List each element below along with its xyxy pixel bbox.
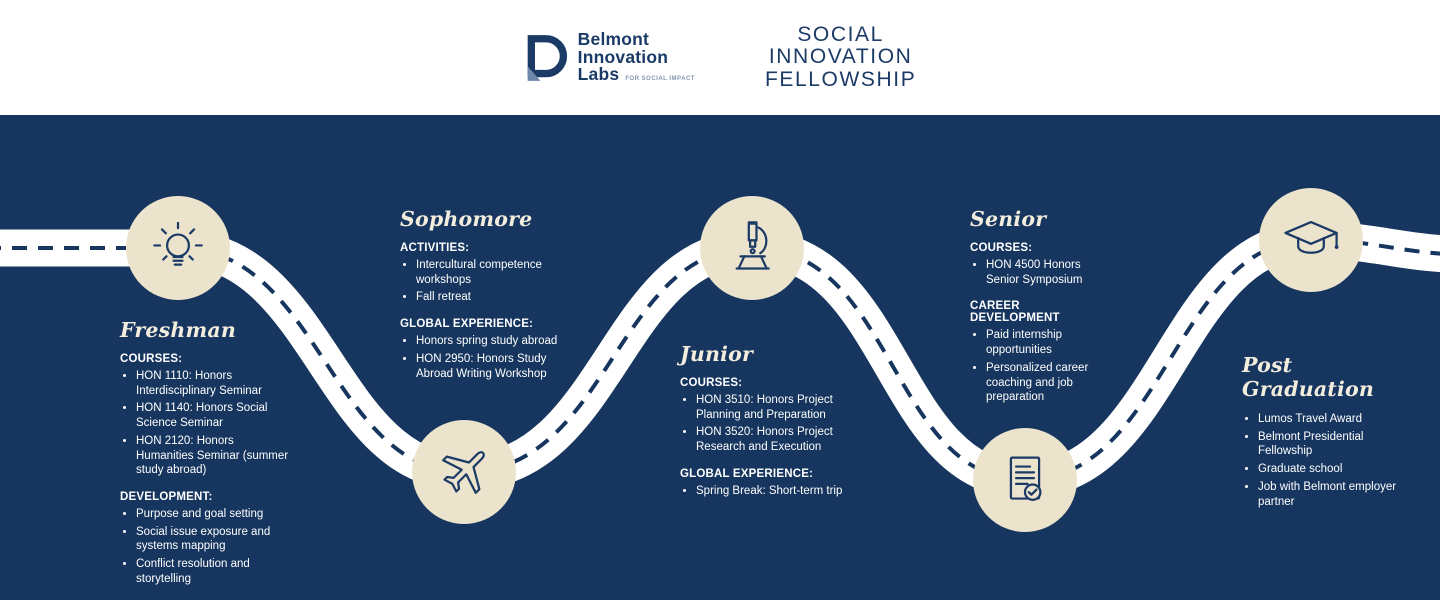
- bullet-item: Honors spring study abroad: [416, 334, 560, 349]
- stage-heading: Sophomore: [400, 207, 533, 231]
- bullet-item: Purpose and goal setting: [136, 507, 292, 522]
- stage-heading: Freshman: [120, 318, 236, 342]
- logo-line: Innovation: [577, 46, 669, 67]
- bullet-item: Intercultural competence workshops: [416, 258, 560, 287]
- stage-heading: Senior: [970, 207, 1047, 231]
- section-label: COURSES:: [970, 242, 1033, 254]
- bullet-item: HON 2120: Honors Humanities Seminar (sum…: [136, 434, 292, 478]
- bullet-item: HON 4500 Honors Senior Symposium: [986, 258, 1112, 287]
- stage-section: COURSES: HON 3510: Honors Project Planni…: [680, 377, 848, 455]
- milestone-senior: [973, 428, 1077, 532]
- logo-tagline: FOR SOCIAL IMPACT: [625, 76, 695, 83]
- stage-section: GLOBAL EXPERIENCE: Spring Break: Short-t…: [680, 468, 848, 499]
- lightbulb-icon: [153, 221, 203, 266]
- logo-text: Belmont Innovation Labs FOR SOCIAL IMPAC…: [578, 31, 695, 84]
- stage-section: CAREER DEVELOPMENT Paid internship oppor…: [970, 300, 1112, 405]
- logo-line-labs: Labs: [577, 64, 620, 85]
- stage-freshman: Freshman COURSES: HON 1110: Honors Inter…: [120, 318, 292, 600]
- bullet-item: Graduate school: [1258, 462, 1404, 477]
- bullet-item: HON 1110: Honors Interdisciplinary Semin…: [136, 369, 292, 398]
- bullet-list: Paid internship opportunitiesPersonalize…: [970, 328, 1112, 405]
- section-label: COURSES:: [680, 377, 743, 389]
- bullet-list: Intercultural competence workshopsFall r…: [400, 258, 560, 305]
- header: Belmont Innovation Labs FOR SOCIAL IMPAC…: [0, 0, 1440, 115]
- section-label: COURSES:: [120, 353, 183, 365]
- bullet-item: HON 1140: Honors Social Science Seminar: [136, 401, 292, 430]
- stage-section: DEVELOPMENT: Purpose and goal settingSoc…: [120, 491, 292, 587]
- logo: Belmont Innovation Labs FOR SOCIAL IMPAC…: [524, 31, 695, 84]
- section-label: ACTIVITIES:: [400, 242, 470, 254]
- bullet-item: Job with Belmont employer partner: [1258, 480, 1404, 509]
- bullet-item: Belmont Presidential Fellowship: [1258, 430, 1404, 459]
- resume-checklist-icon: [1009, 456, 1042, 501]
- bullet-list: HON 1110: Honors Interdisciplinary Semin…: [120, 369, 292, 478]
- milestone-postgrad: [1259, 188, 1363, 292]
- bullet-item: HON 3520: Honors Project Research and Ex…: [696, 425, 848, 454]
- stage-section: GLOBAL EXPERIENCE: Honors spring study a…: [400, 318, 560, 381]
- stage-section: COURSES: HON 1110: Honors Interdisciplin…: [120, 353, 292, 478]
- stage-section: ACTIVITIES: Intercultural competence wor…: [400, 242, 560, 305]
- stage-section: Lumos Travel AwardBelmont Presidential F…: [1242, 412, 1404, 509]
- stage-section: COURSES: HON 4500 Honors Senior Symposiu…: [970, 242, 1112, 287]
- logo-line: Labs FOR SOCIAL IMPACT: [578, 66, 695, 84]
- section-label: GLOBAL EXPERIENCE:: [680, 467, 814, 480]
- milestone-freshman: [126, 196, 230, 300]
- bullet-list: Honors spring study abroadHON 2950: Hono…: [400, 334, 560, 381]
- section-label: GLOBAL EXPERIENCE:: [400, 318, 534, 331]
- stage-sophomore: Sophomore ACTIVITIES: Intercultural comp…: [400, 207, 560, 394]
- bullet-item: HON 2950: Honors Study Abroad Writing Wo…: [416, 352, 560, 381]
- title-line: INNOVATION: [768, 45, 913, 69]
- logo-line: Belmont: [577, 29, 650, 50]
- bullet-item: Social issue exposure and systems mappin…: [136, 525, 292, 554]
- microscope-icon: [735, 221, 770, 270]
- bullet-item: Lumos Travel Award: [1258, 412, 1404, 427]
- graduation-cap-icon: [1284, 220, 1339, 254]
- bullet-item: Spring Break: Short-term trip: [696, 484, 848, 499]
- bullet-list: HON 3510: Honors Project Planning and Pr…: [680, 393, 848, 455]
- bullet-list: HON 4500 Honors Senior Symposium: [970, 258, 1112, 287]
- section-label: CAREER DEVELOPMENT: [970, 300, 1060, 325]
- bullet-list: Purpose and goal settingSocial issue exp…: [120, 507, 292, 587]
- section-label: DEVELOPMENT:: [120, 491, 213, 504]
- bullet-item: Personalized career coaching and job pre…: [986, 361, 1112, 405]
- logo-mark-icon: [527, 34, 567, 81]
- bullet-item: Conflict resolution and storytelling: [136, 557, 292, 586]
- milestone-junior: [700, 196, 804, 300]
- title-line: SOCIAL: [797, 23, 884, 47]
- bullet-item: HON 3510: Honors Project Planning and Pr…: [696, 393, 848, 422]
- stage-heading: Junior: [680, 342, 753, 366]
- stage-senior: Senior COURSES: HON 4500 Honors Senior S…: [970, 207, 1112, 418]
- bullet-list: Spring Break: Short-term trip: [680, 484, 848, 499]
- stage-junior: Junior COURSES: HON 3510: Honors Project…: [680, 342, 848, 512]
- page-title: SOCIAL INNOVATION FELLOWSHIP: [765, 24, 916, 90]
- milestone-sophomore: [412, 420, 516, 524]
- stage-heading: Post Graduation: [1242, 353, 1374, 401]
- roadmap-board: Freshman COURSES: HON 1110: Honors Inter…: [0, 115, 1440, 600]
- bullet-item: Fall retreat: [416, 290, 560, 305]
- bullet-list: Lumos Travel AwardBelmont Presidential F…: [1242, 412, 1404, 509]
- title-line: FELLOWSHIP: [764, 67, 917, 91]
- bullet-item: Paid internship opportunities: [986, 328, 1112, 357]
- airplane-icon: [442, 451, 485, 494]
- stage-post-graduation: Post Graduation Lumos Travel AwardBelmon…: [1242, 353, 1404, 522]
